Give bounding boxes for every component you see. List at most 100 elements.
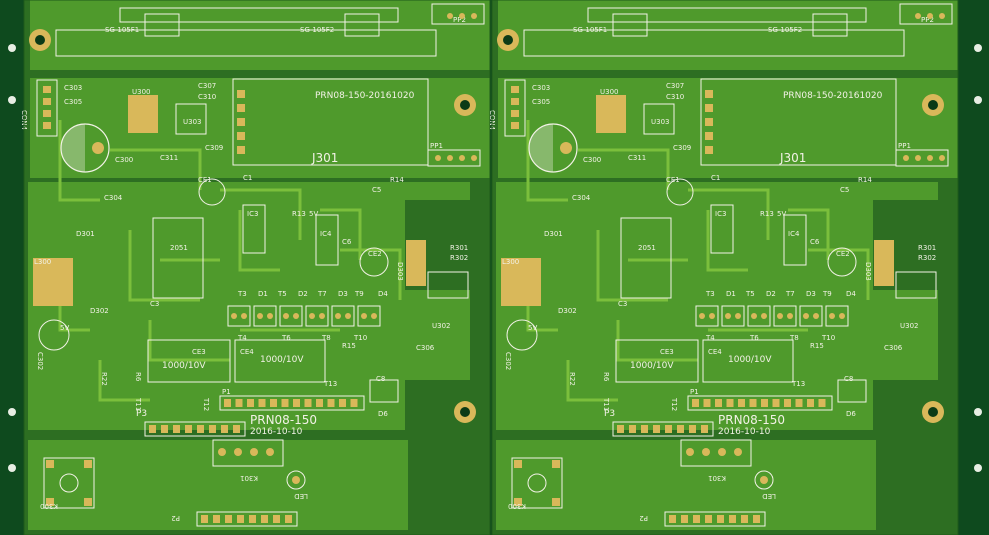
silk-label-t10: T10: [821, 334, 835, 342]
silk-label-u302: U302: [900, 322, 918, 330]
silk-label-u303: U303: [651, 118, 669, 126]
silk-label-l300: L300: [502, 258, 519, 266]
p1-pad: [703, 399, 711, 407]
copper-trace: [148, 320, 230, 362]
silk-label-sg1: SG-105F1: [105, 26, 139, 34]
ce2-outline: [827, 247, 857, 277]
transistor-outline: [695, 305, 719, 327]
k301-outline: [680, 439, 752, 467]
silk-label-c1: C1: [711, 174, 720, 182]
transistor-outline: [279, 305, 303, 327]
silk-label-c3: C3: [618, 300, 627, 308]
rail-gap: [24, 70, 490, 78]
silk-label-led: LED: [294, 492, 308, 500]
transistor-pad: [839, 313, 845, 319]
c302-outline: [38, 319, 70, 351]
header-pad: [447, 155, 453, 161]
silk-label-v5a: 5V: [309, 210, 318, 218]
silk-label-k300: K300: [508, 502, 526, 510]
silk-label-c306: C306: [884, 344, 903, 352]
silk-label-t12: T12: [670, 397, 678, 411]
silk-label-t11: T11: [602, 397, 610, 411]
transistor-pad: [361, 313, 367, 319]
p3-pad: [701, 425, 708, 433]
silk-label-t8: T8: [789, 334, 799, 342]
k301-pad: [218, 448, 226, 456]
copper-trace: [788, 208, 830, 260]
header-pad: [237, 132, 245, 140]
copper-trace: [688, 188, 770, 240]
p2-pad: [285, 515, 292, 523]
p3-pad: [149, 425, 156, 433]
k301-pad: [718, 448, 726, 456]
k300-pad: [552, 460, 560, 468]
silk-label-c5: C5: [372, 186, 381, 194]
silk-label-c6: C6: [810, 238, 820, 246]
silk-label-mcu: 2051: [638, 244, 656, 252]
copper-trace: [566, 360, 618, 402]
ic4-outline: [783, 214, 807, 266]
p2-pad: [753, 515, 760, 523]
con4-pad: [43, 110, 51, 117]
rail-gap: [492, 430, 958, 440]
silk-label-r301: R301: [450, 244, 468, 252]
silk-label-t12: T12: [202, 397, 210, 411]
header-pad: [237, 90, 245, 98]
k300-pad: [84, 498, 92, 506]
mounting-hole-drill: [928, 407, 938, 417]
rail-gap: [24, 430, 490, 440]
silk-label-c305: C305: [532, 98, 550, 106]
j301-outline: [700, 78, 897, 166]
silk-label-r6: R6: [602, 372, 610, 382]
silk-label-ce2: CE2: [368, 250, 382, 258]
p2-outline: [664, 511, 766, 527]
silk-label-r6: R6: [134, 372, 142, 382]
silk-label-c303: C303: [532, 84, 550, 92]
ce3-outline: [615, 339, 699, 383]
p3-pad: [233, 425, 240, 433]
p1-outline: [219, 395, 365, 411]
u303-outline: [175, 103, 207, 135]
k301-pad: [686, 448, 694, 456]
silk-label-mcu: 2051: [170, 244, 188, 252]
mcu-outline: [152, 217, 204, 299]
p1-pad: [247, 399, 254, 407]
c300-polarity: [61, 124, 85, 172]
p2-pad: [741, 515, 748, 523]
silk-label-c300: C300: [583, 156, 601, 164]
silk-label-d1: D1: [258, 290, 268, 298]
ce2-outline: [359, 247, 389, 277]
p1-pad: [281, 399, 289, 407]
ic4-outline: [315, 214, 339, 266]
silk-label-c304: C304: [572, 194, 591, 202]
p1-pad: [738, 399, 745, 407]
silk-label-j301: J301: [311, 151, 338, 165]
header-pad: [705, 132, 713, 140]
silk-label-led: LED: [762, 492, 776, 500]
silk-label-d3: D3: [338, 290, 348, 298]
silk-label-v5b: 5V: [528, 324, 537, 332]
header-pad: [927, 13, 933, 19]
u303-outline: [643, 103, 675, 135]
silk-label-j301: J301: [779, 151, 806, 165]
copper-pour-top: [498, 0, 958, 70]
panel-rail-holes: [8, 44, 982, 472]
header-pad: [447, 13, 453, 19]
p1-pad: [327, 399, 335, 407]
transistor-outline: [799, 305, 823, 327]
silk-label-p1: P1: [222, 388, 231, 396]
silk-label-p1: P1: [690, 388, 699, 396]
led-pad: [760, 476, 768, 484]
transistor-outline: [825, 305, 849, 327]
ce1-outline: [198, 178, 226, 206]
con4-outline: [36, 79, 58, 137]
transistor-pad: [309, 313, 315, 319]
silk-label-d1: D1: [726, 290, 736, 298]
silk-label-c310: C310: [666, 93, 684, 101]
silk-label-r14: R14: [858, 176, 872, 184]
transistor-pad: [699, 313, 705, 319]
silk-label-cap_a: 1000/10V: [630, 361, 674, 371]
l300-body: [33, 258, 73, 306]
silk-label-r22: R22: [100, 372, 108, 386]
header-pad: [903, 155, 909, 161]
